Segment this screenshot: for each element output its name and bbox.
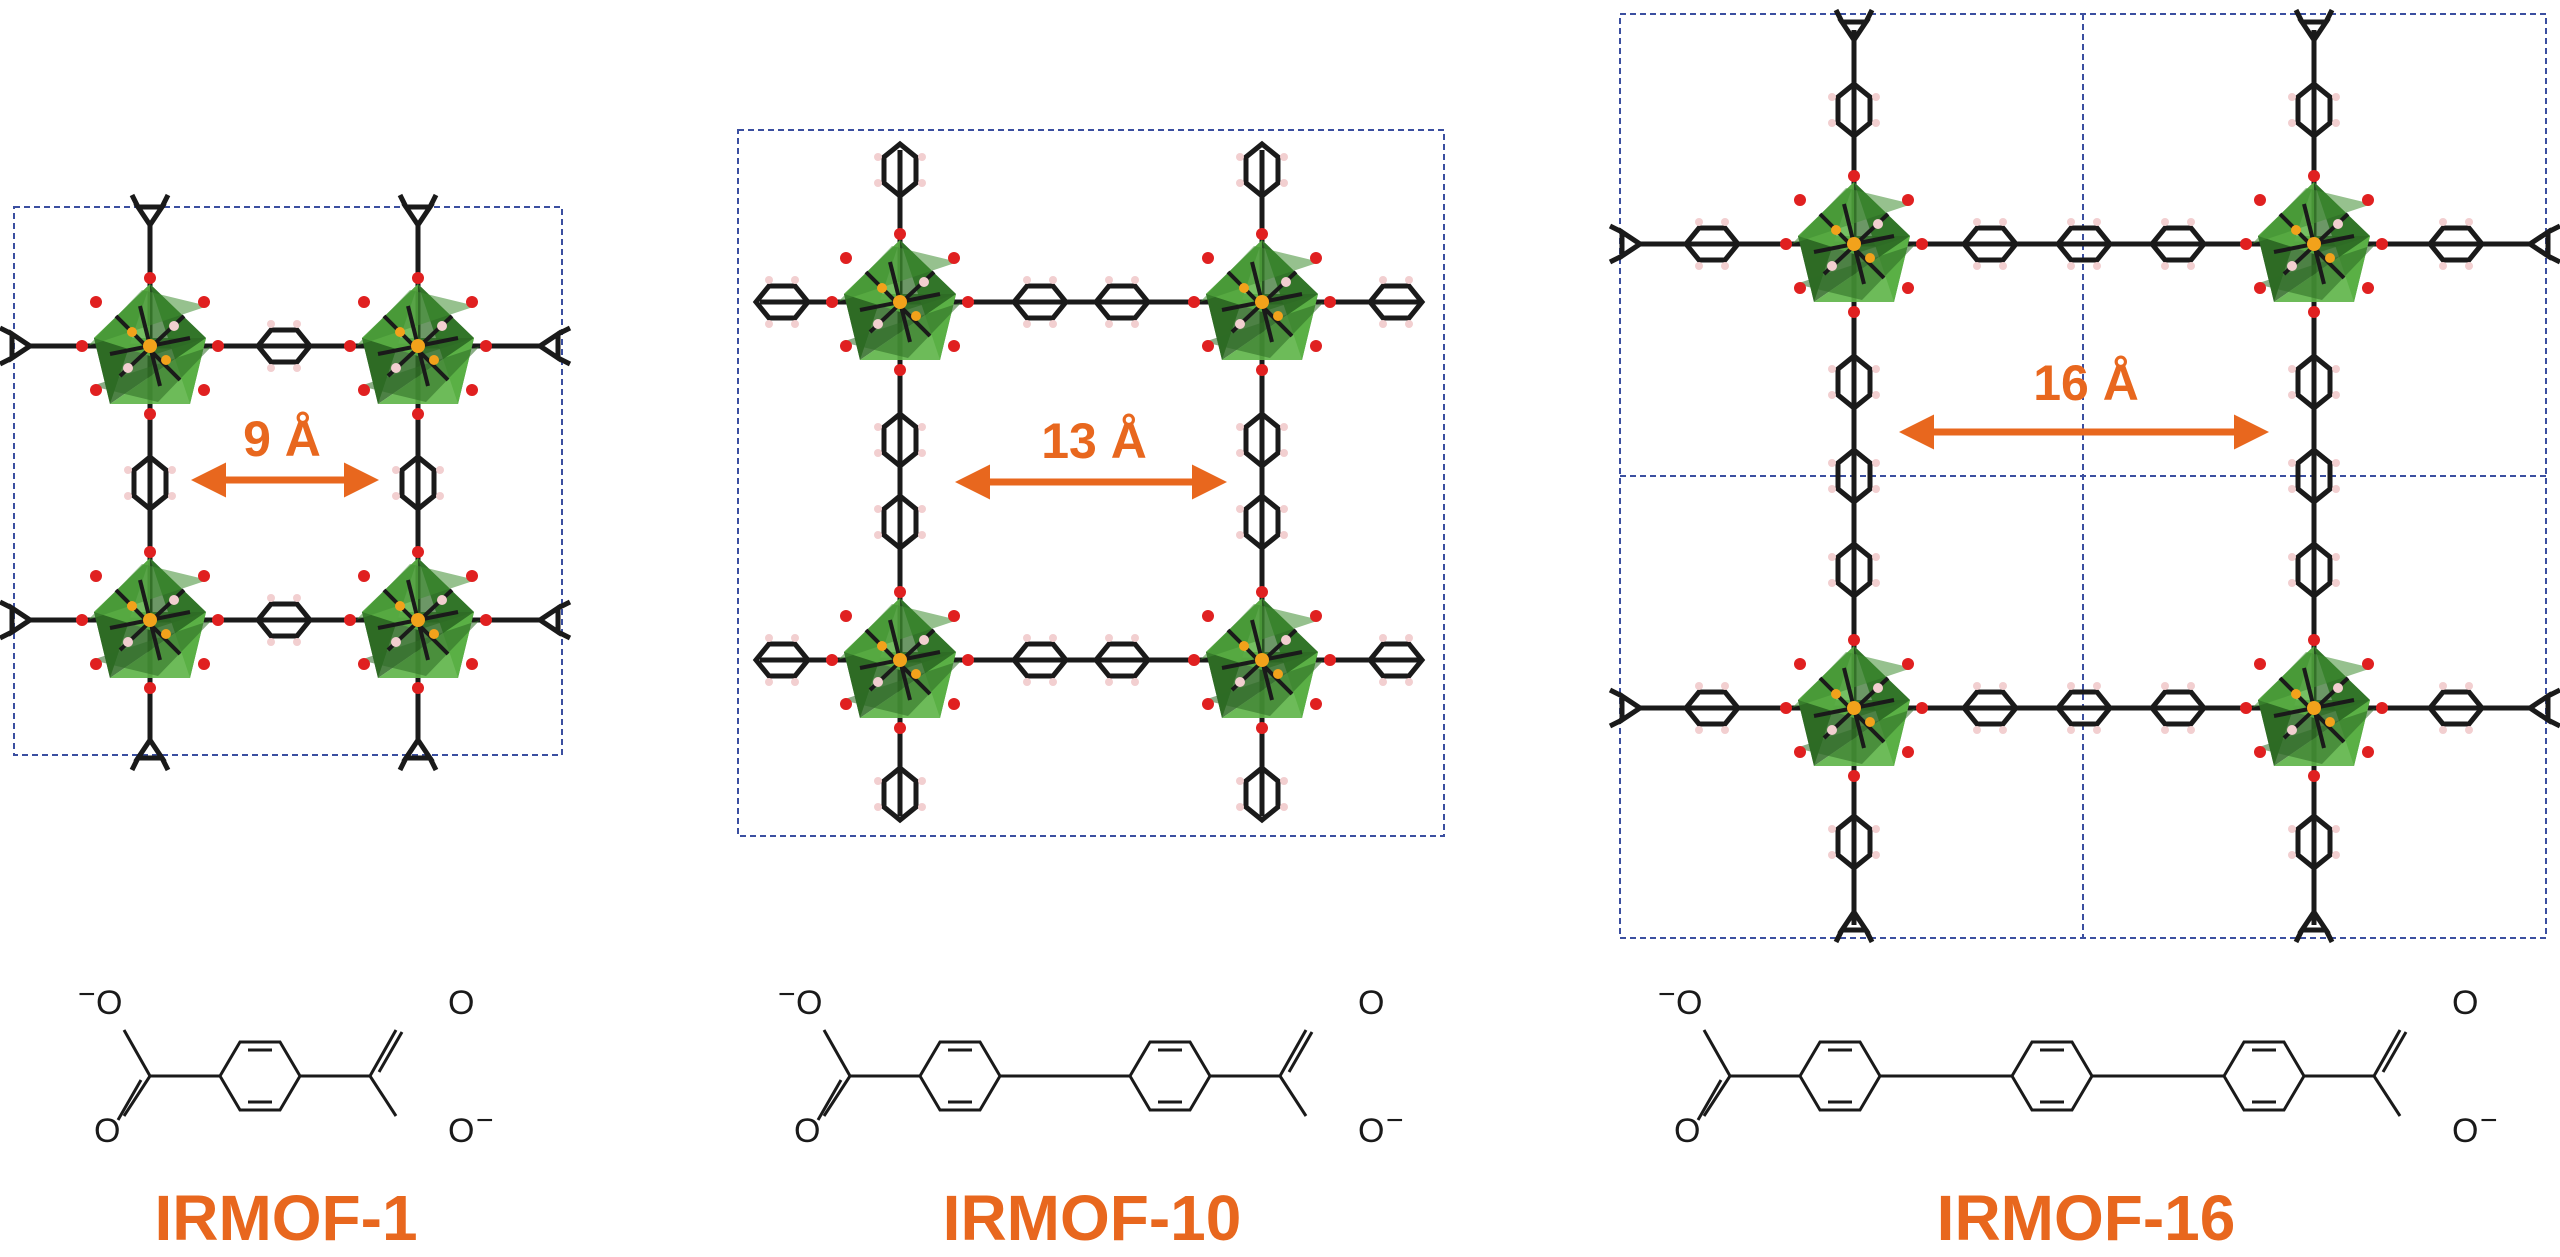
oxygen-label: O bbox=[1674, 1112, 1700, 1150]
unit-cell-irmof-10 bbox=[737, 129, 1445, 837]
oxygen-label: O bbox=[2452, 984, 2478, 1022]
anion-sign: − bbox=[778, 978, 796, 1011]
panel-irmof-10: 13 Å − O O O O − IRMOF-10 bbox=[737, 129, 1445, 1254]
oxygen-label: O bbox=[1358, 984, 1384, 1022]
framework-irmof-1 bbox=[0, 195, 570, 770]
anion-sign: − bbox=[78, 978, 96, 1011]
framework-name-irmof-16: IRMOF-16 bbox=[1937, 1182, 2236, 1254]
panel-irmof-1: 9 Å − O O O O − IRMOF-1 bbox=[0, 195, 570, 1254]
oxygen-label: O bbox=[1676, 984, 1702, 1022]
linker-structure-irmof-1 bbox=[116, 1029, 404, 1121]
anion-sign: − bbox=[1386, 1104, 1404, 1137]
framework-irmof-16 bbox=[1610, 10, 2560, 942]
framework-name-irmof-10: IRMOF-10 bbox=[943, 1182, 1242, 1254]
linker-structure-irmof-10 bbox=[816, 1029, 1314, 1121]
oxygen-label: O bbox=[794, 1112, 820, 1150]
framework-irmof-10 bbox=[756, 144, 1422, 820]
oxygen-label: O bbox=[96, 984, 122, 1022]
oxygen-label: O bbox=[1358, 1112, 1384, 1150]
anion-sign: − bbox=[476, 1104, 494, 1137]
pore-size-label-irmof-1: 9 Å bbox=[243, 411, 321, 467]
anion-sign: − bbox=[2480, 1104, 2498, 1137]
linker-structure-irmof-16 bbox=[1696, 1029, 2408, 1121]
oxygen-label: O bbox=[94, 1112, 120, 1150]
unit-cell-irmof-1 bbox=[13, 206, 563, 756]
oxygen-label: O bbox=[448, 984, 474, 1022]
panel-irmof-16: 16 Å − O O O O − IRMOF-16 bbox=[1610, 10, 2560, 1254]
anion-sign: − bbox=[1658, 978, 1676, 1011]
oxygen-label: O bbox=[448, 1112, 474, 1150]
oxygen-label: O bbox=[2452, 1112, 2478, 1150]
pore-size-label-irmof-16: 16 Å bbox=[2033, 355, 2139, 411]
unit-cell-irmof-16 bbox=[1619, 13, 2547, 939]
pore-size-label-irmof-10: 13 Å bbox=[1041, 413, 1147, 469]
framework-name-irmof-1: IRMOF-1 bbox=[154, 1182, 417, 1254]
oxygen-label: O bbox=[796, 984, 822, 1022]
